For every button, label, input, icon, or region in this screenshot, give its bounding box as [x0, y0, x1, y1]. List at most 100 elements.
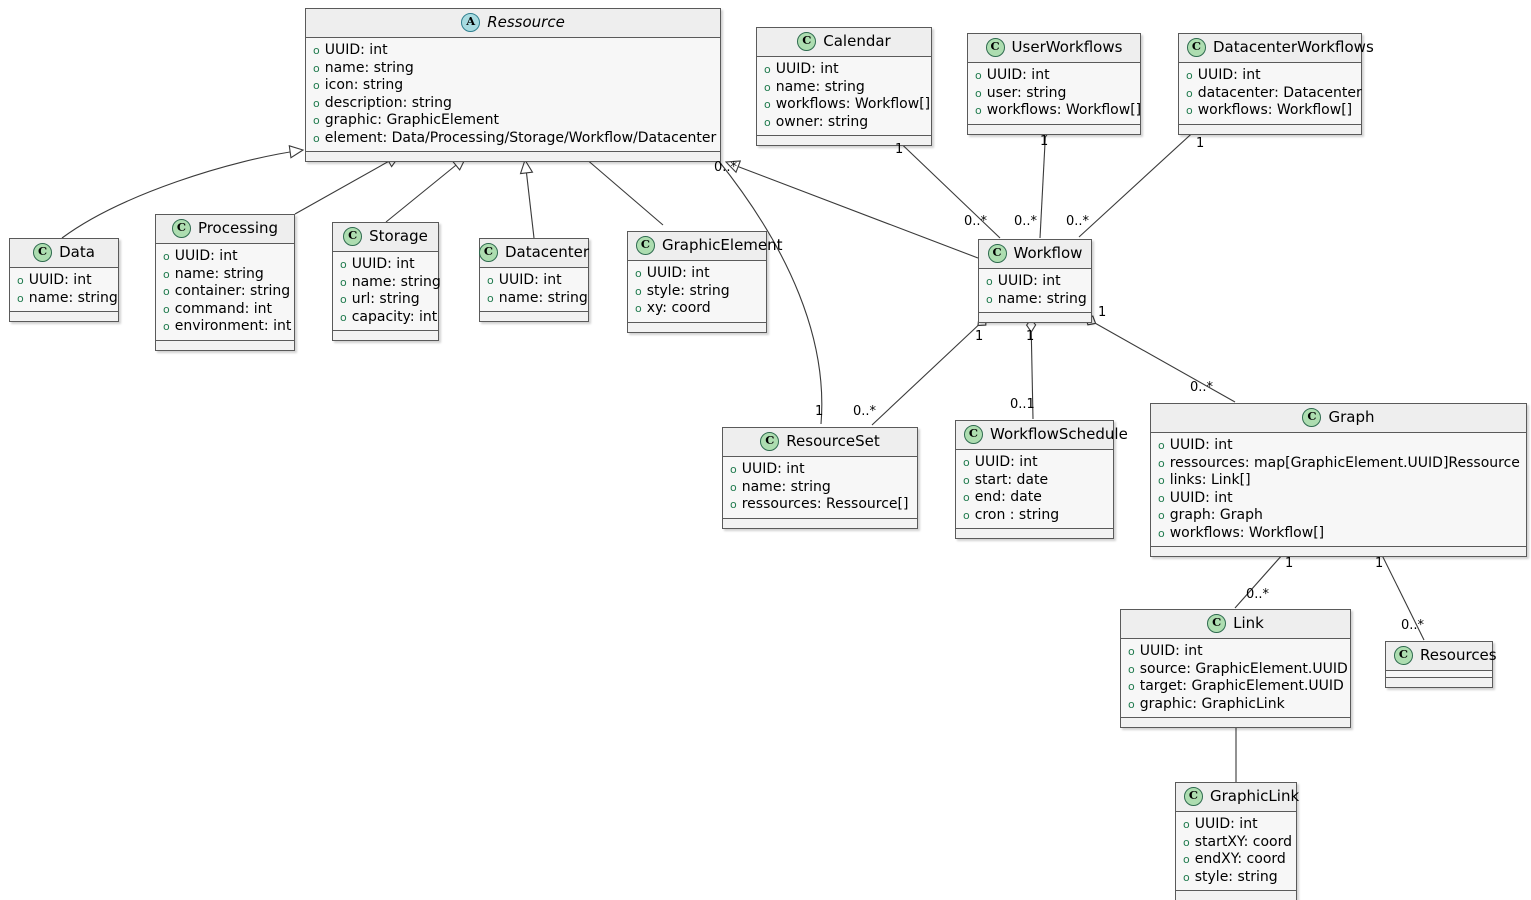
multiplicity-label: 0..*	[1014, 214, 1038, 229]
attribute-label: UUID: int	[986, 67, 1050, 83]
attribute-label: endXY: coord	[1194, 851, 1286, 867]
visibility-public-icon: o	[730, 463, 737, 476]
attribute-label: graphic: GraphicLink	[1139, 695, 1285, 712]
multiplicity-label: 0..1	[1010, 397, 1035, 412]
class-methods-storage	[333, 331, 438, 340]
visibility-public-icon: o	[1186, 104, 1193, 117]
attribute-label: end: date	[974, 489, 1042, 505]
class-name-resources: Resources	[1420, 646, 1497, 664]
class-methods-datacenterworkflows	[1179, 124, 1361, 134]
class-name-workflowschedule: WorkflowSchedule	[990, 425, 1128, 443]
visibility-public-icon: o	[1158, 509, 1165, 522]
visibility-public-icon: o	[1158, 491, 1165, 505]
visibility-public-icon: o	[764, 115, 771, 129]
attribute-label: workflows: Workflow[]	[1197, 102, 1353, 118]
attribute-label: UUID: int	[498, 272, 562, 288]
visibility-public-icon: o	[975, 86, 982, 100]
attribute-label: name: string	[997, 290, 1087, 307]
attribute-label: UUID: int	[324, 42, 388, 58]
attribute-label: name: string	[174, 265, 264, 282]
attribute-label: name: string	[28, 289, 118, 306]
multiplicity-label: 0..*	[964, 214, 988, 229]
class-name-processing: Processing	[197, 219, 279, 237]
attribute-label: UUID: int	[1169, 437, 1233, 453]
class-methods-graphiclink	[1176, 891, 1296, 900]
attribute-label: UUID: int	[646, 265, 710, 281]
attribute-row: o workflows: Workflow[]	[1186, 102, 1354, 120]
class-icon: C	[987, 244, 1007, 263]
attribute-label: name: string	[498, 289, 588, 306]
visibility-public-icon: o	[313, 61, 320, 75]
visibility-public-icon: o	[340, 258, 347, 271]
visibility-public-icon: o	[986, 292, 993, 306]
class-icon: C	[33, 243, 53, 262]
class-icon: C	[1302, 408, 1322, 427]
visibility-public-icon: o	[1186, 86, 1193, 100]
visibility-public-icon: o	[975, 69, 982, 82]
visibility-public-icon: o	[730, 480, 737, 494]
attribute-label: url: string	[351, 291, 420, 307]
attribute-label: UUID: int	[174, 248, 238, 264]
attribute-label: source: GraphicElement.UUID	[1139, 660, 1348, 677]
class-name-workflow: Workflow	[1013, 244, 1083, 262]
attribute-label: links: Link[]	[1169, 472, 1251, 488]
class-name-graphicelement: GraphicElement	[662, 236, 783, 254]
visibility-public-icon: o	[764, 63, 771, 76]
visibility-public-icon: o	[1158, 474, 1165, 487]
class-name-ressource: Ressource	[487, 13, 565, 31]
attribute-label: name: string	[324, 59, 414, 76]
class-icon: C	[797, 32, 817, 51]
attribute-row: o name: string	[986, 290, 1087, 309]
attribute-label: name: string	[741, 478, 831, 495]
attribute-row: o links: Link[]	[1158, 472, 1519, 490]
attribute-label: workflows: Workflow[]	[986, 102, 1142, 118]
visibility-public-icon: o	[1183, 835, 1190, 849]
attribute-label: xy: coord	[646, 300, 711, 316]
class-methods-graph	[1151, 547, 1526, 556]
class-methods-workflow	[979, 313, 1091, 322]
